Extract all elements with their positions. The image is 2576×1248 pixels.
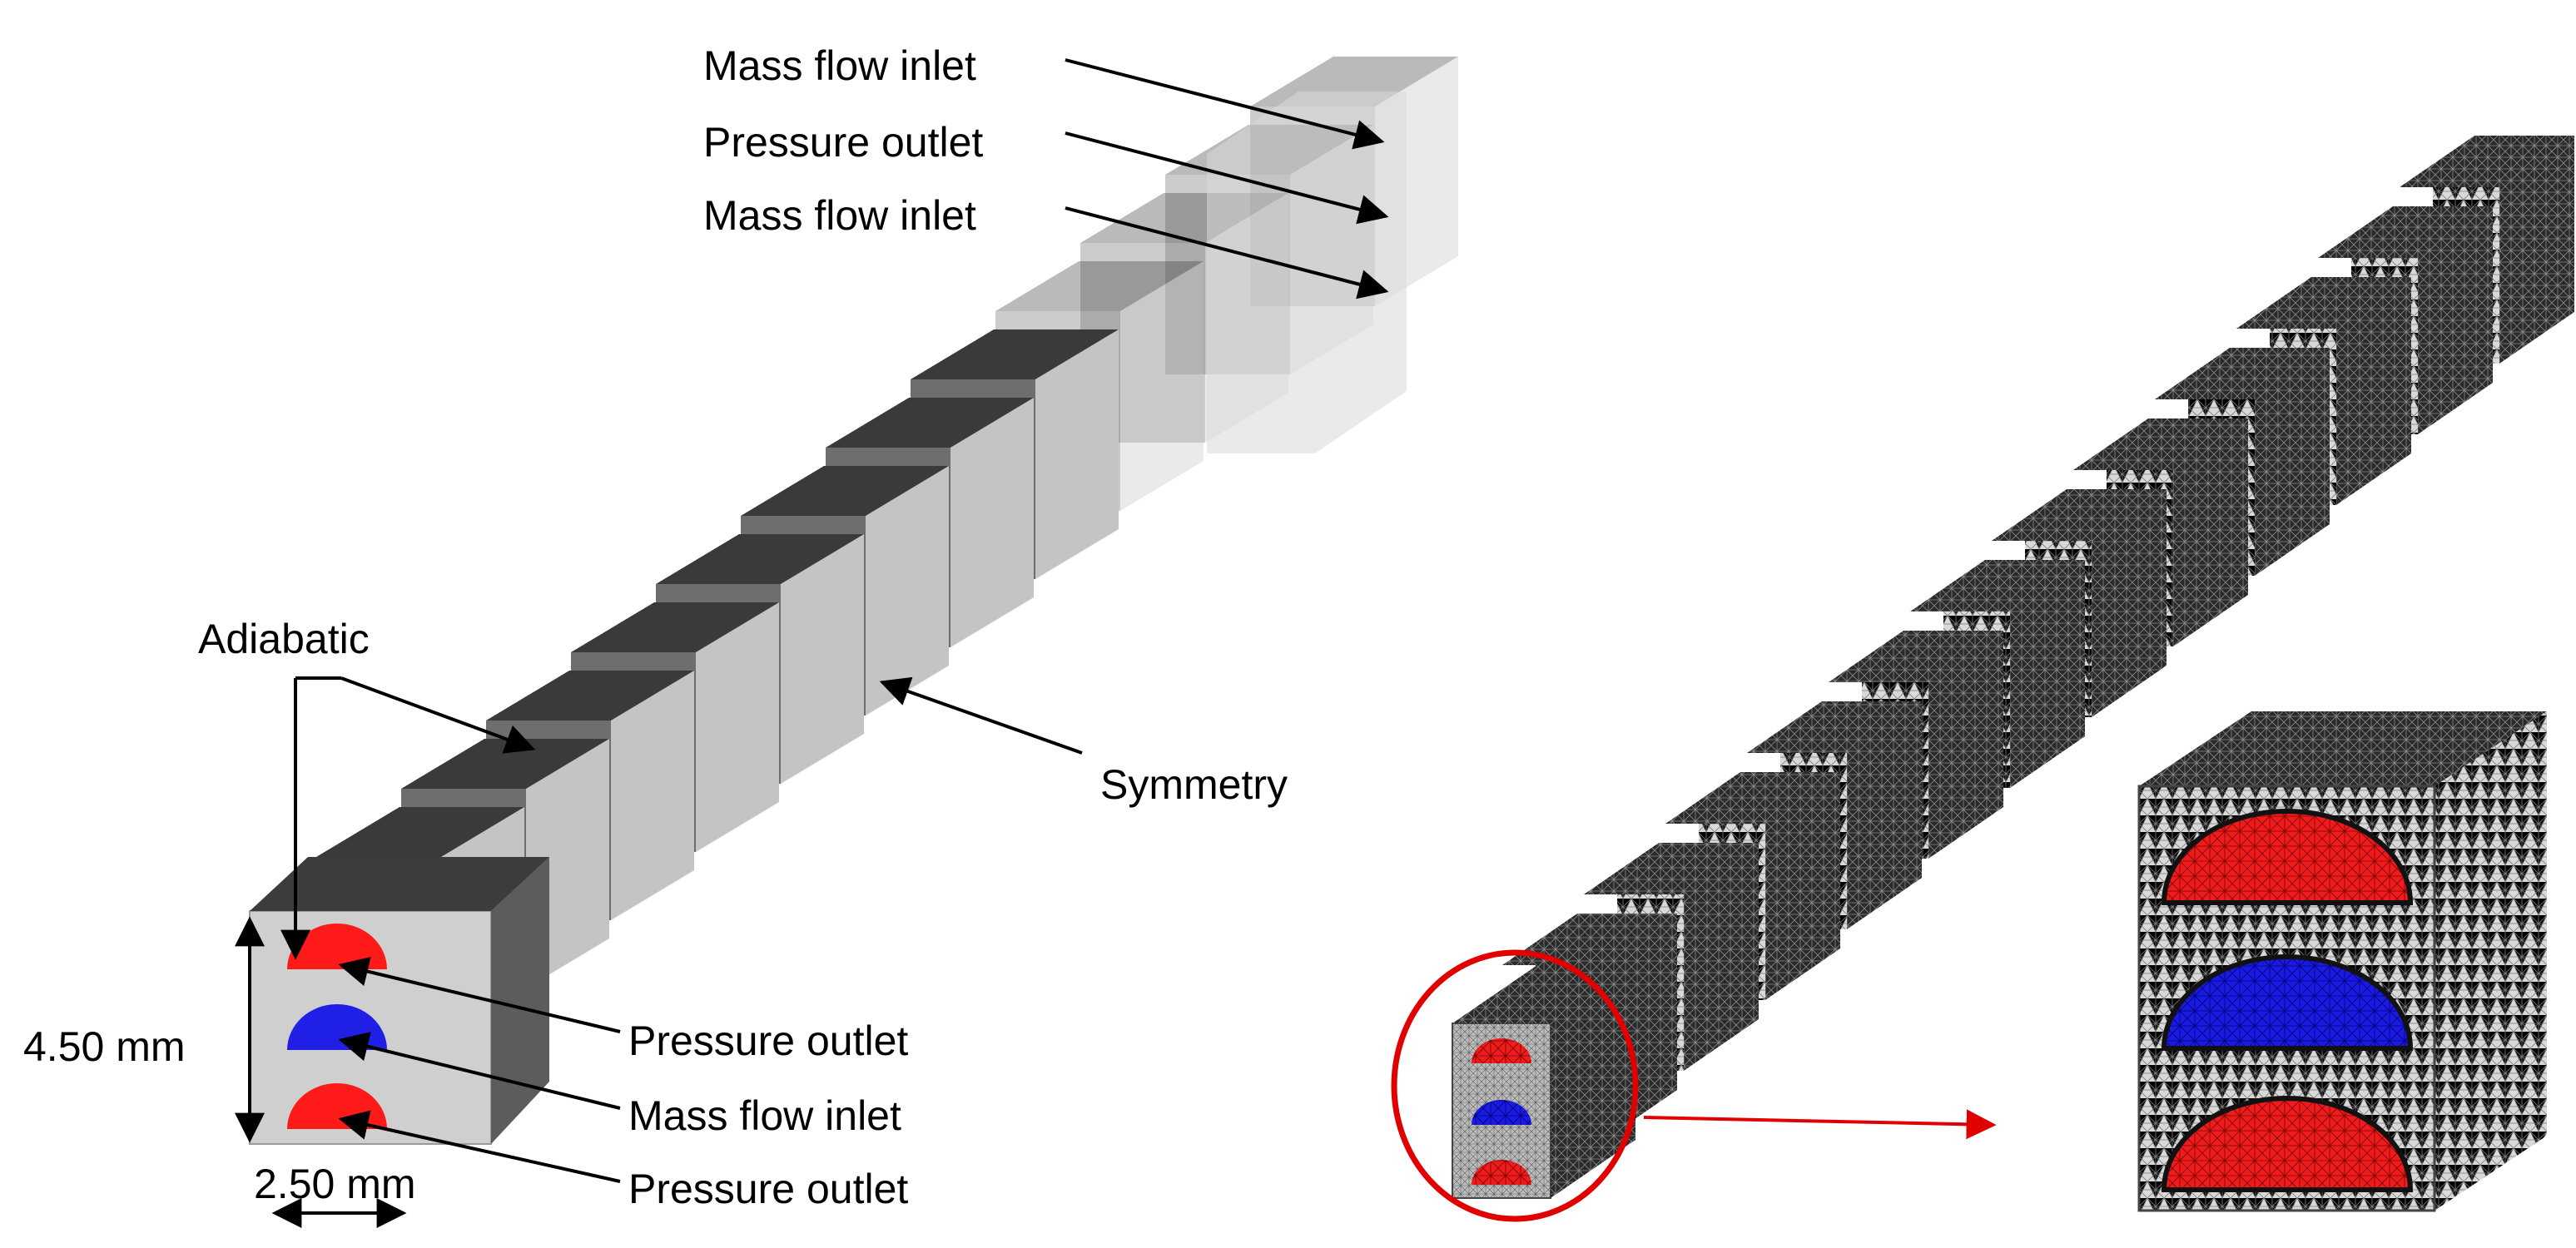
mesh-block-side [2092, 489, 2167, 717]
block-top-face [995, 261, 1204, 311]
inset-inlet-middle [2161, 954, 2414, 1051]
mesh-block-side [1928, 631, 2003, 859]
arrow-top-3 [1065, 206, 1389, 300]
arrow-top-1 [1065, 58, 1385, 150]
block-top-face [656, 534, 864, 584]
mesh-block-top [1992, 489, 2167, 541]
block-side-face [866, 466, 949, 716]
label-adiabatic: Adiabatic [198, 616, 370, 662]
mesh-block-top [2236, 277, 2411, 329]
mesh-block-side [1765, 772, 1840, 1000]
mesh-block-top [1747, 701, 1922, 753]
label-symmetry: Symmetry [1100, 761, 1288, 808]
mesh-block-side [2336, 277, 2411, 505]
mesh-block-top [1665, 772, 1840, 824]
mesh-block-top [1502, 914, 1677, 965]
mesh-block-side [2499, 136, 2574, 364]
inset-outlet-top [2161, 809, 2414, 905]
mesh-block-top [1910, 560, 2085, 612]
label-pressure-outlet-front-2: Pressure outlet [628, 1166, 908, 1212]
label-pressure-outlet-top: Pressure outlet [703, 119, 983, 166]
zoom-callout-arrow [1643, 1109, 1997, 1140]
zoomed-mesh-inset [2137, 711, 2547, 1212]
block-side-face [611, 671, 694, 920]
block-top-face [911, 329, 1119, 379]
translucent-end-block [1207, 92, 1407, 453]
block-side-face [1120, 261, 1204, 511]
zoom-callout-circle [1391, 949, 1639, 1222]
label-mass-flow-inlet-top-2: Mass flow inlet [703, 192, 976, 239]
mesh-block-top [2073, 418, 2248, 470]
block-top-face [486, 671, 694, 721]
label-dimension-width: 2.50 mm [254, 1161, 416, 1207]
mesh-block-side [1847, 701, 1922, 929]
mesh-block-top [2155, 348, 2330, 399]
mesh-block-side [2010, 560, 2085, 788]
mesh-block-side [2173, 418, 2248, 646]
block-side-face [950, 398, 1034, 647]
block-side-face [696, 602, 779, 852]
label-pressure-outlet-front-1: Pressure outlet [628, 1018, 908, 1064]
arrow-front-1 [338, 957, 621, 1033]
mesh-front-cross-section [1452, 965, 1635, 1199]
mesh-geometry [1502, 136, 2574, 1142]
mesh-block-side [2255, 348, 2330, 576]
block-top-face [826, 398, 1034, 448]
label-dimension-height: 4.50 mm [23, 1023, 186, 1070]
label-mass-flow-inlet-top: Mass flow inlet [703, 42, 976, 89]
mesh-block-top [1829, 631, 2003, 682]
block-side-face [781, 534, 864, 784]
inset-outlet-bottom [2161, 1096, 2414, 1192]
block-top-face [316, 807, 524, 857]
mesh-block-top [2318, 206, 2493, 258]
mesh-block-top [1584, 843, 1759, 894]
mesh-block-side [2418, 206, 2493, 434]
mesh-block-side [1684, 843, 1759, 1071]
arrow-front-2 [338, 1032, 621, 1110]
block-top-face [741, 466, 949, 516]
arrow-front-3 [338, 1110, 621, 1183]
mesh-block-top [2400, 136, 2574, 187]
arrow-adiabatic [340, 676, 536, 754]
block-side-face [1035, 329, 1119, 579]
block-top-face [401, 739, 609, 789]
arrow-symmetry [879, 676, 1083, 755]
label-mass-flow-inlet-front: Mass flow inlet [628, 1092, 901, 1139]
block-top-face [571, 602, 779, 652]
arrow-top-2 [1065, 131, 1389, 225]
